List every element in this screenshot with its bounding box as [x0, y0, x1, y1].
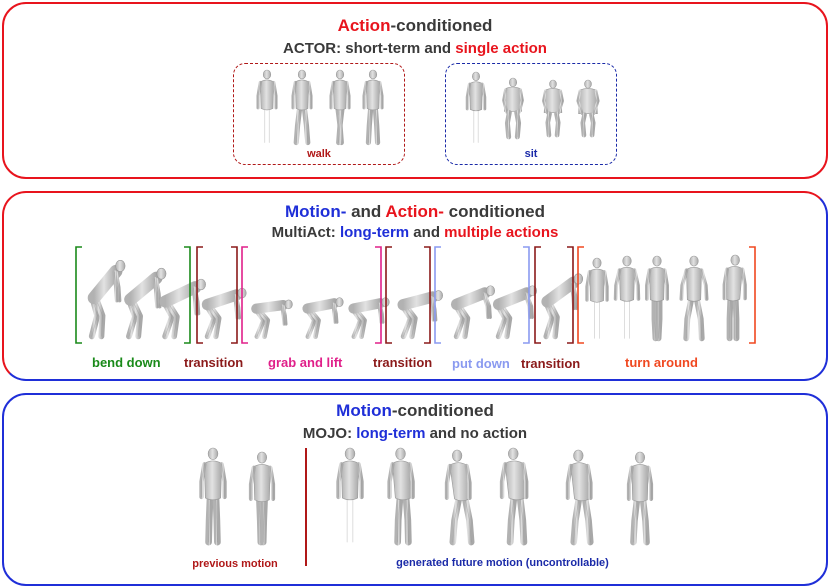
- motion-word: Motion: [336, 401, 392, 420]
- bracket-transition-2-open: [385, 246, 392, 344]
- multiact-prefix: MultiAct:: [271, 224, 340, 241]
- human-figure-bending: [159, 278, 206, 340]
- bracket-turn-around-close: [749, 246, 756, 344]
- segment-label-transition-3: transition: [521, 356, 581, 371]
- human-figure-bending: [124, 267, 167, 340]
- human-figure: [362, 69, 384, 146]
- human-figure-sitting: [502, 77, 524, 140]
- conditioned-word: -conditioned: [391, 401, 494, 420]
- human-figure: [613, 255, 641, 342]
- human-figure: [565, 449, 594, 546]
- segment-label-transition-2: transition: [373, 355, 433, 370]
- human-figure: [499, 447, 529, 546]
- human-figure-sitting: [542, 79, 564, 138]
- human-figure-sitting: [576, 79, 600, 138]
- bracket-put-down-close: [523, 246, 530, 344]
- single-action-text: single action: [455, 40, 547, 57]
- multiple-actions-text: multiple actions: [444, 224, 559, 241]
- human-figure: [585, 257, 609, 342]
- human-figure: [256, 69, 278, 146]
- bracket-transition-1-open: [196, 246, 203, 344]
- human-figure: [329, 69, 351, 146]
- human-figure-bending: [450, 285, 495, 340]
- sit-label: sit: [524, 148, 538, 160]
- human-figure: [645, 255, 669, 342]
- human-figure-bending: [302, 297, 344, 340]
- bracket-transition-1-close: [231, 246, 238, 344]
- mojo-prefix: MOJO:: [302, 425, 357, 442]
- bracket-grab-close: [375, 246, 382, 344]
- segment-label-grab-and-lift: grab and lift: [268, 355, 343, 370]
- and-word: and: [346, 202, 386, 221]
- bracket-put-down-open: [434, 246, 441, 344]
- action-word: Action: [337, 16, 391, 35]
- human-figure: [248, 451, 276, 546]
- previous-motion-label: previous motion: [192, 558, 278, 570]
- human-figure-bending: [541, 273, 584, 340]
- mojo-panel-title: Motion-conditioned: [0, 401, 830, 421]
- segment-label-bend-down: bend down: [92, 355, 161, 370]
- sit-box: [445, 63, 617, 165]
- conditioned-word: conditioned: [443, 202, 545, 221]
- human-figure-bending: [397, 290, 443, 340]
- human-figure: [291, 69, 313, 146]
- bracket-turn-around-open: [577, 246, 584, 344]
- walk-label: walk: [307, 148, 331, 160]
- multiact-panel: [2, 191, 828, 381]
- actor-panel-subtitle: ACTOR: short-term and single action: [0, 40, 830, 57]
- bracket-transition-3-open: [534, 246, 541, 344]
- multiact-panel-title: Motion- and Action- conditioned: [0, 202, 830, 222]
- human-figure: [626, 451, 654, 546]
- bracket-bend-down-close: [184, 246, 191, 344]
- actor-panel-title: Action-conditioned: [0, 16, 830, 36]
- long-term-text: long-term: [356, 425, 426, 442]
- action-word: Action-: [385, 202, 444, 221]
- walk-box: [233, 63, 405, 165]
- bracket-bend-down-open: [75, 246, 82, 344]
- bracket-transition-2-close: [424, 246, 431, 344]
- mojo-panel-subtitle: MOJO: long-term and no action: [0, 425, 830, 442]
- segment-label-transition-1: transition: [184, 355, 244, 370]
- actor-panel: [2, 2, 828, 179]
- human-figure: [336, 447, 364, 546]
- human-figure: [465, 71, 487, 146]
- human-figure-bending: [348, 297, 390, 340]
- human-figure-bending: [251, 299, 293, 340]
- actor-subtitle-prefix: ACTOR: short-term and: [283, 40, 456, 57]
- human-figure: [679, 255, 709, 342]
- human-figure-bending: [492, 285, 537, 340]
- multiact-panel-subtitle: MultiAct: long-term and multiple actions: [0, 224, 830, 241]
- mojo-panel: [2, 393, 828, 586]
- conditioned-word: -conditioned: [390, 16, 493, 35]
- motion-word: Motion-: [285, 202, 347, 221]
- segment-label-put-down: put down: [452, 356, 510, 371]
- human-figure: [722, 254, 747, 342]
- generated-motion-label: generated future motion (uncontrollable): [396, 557, 609, 569]
- human-figure: [199, 447, 227, 546]
- bracket-grab-open: [241, 246, 248, 344]
- human-figure: [444, 449, 475, 546]
- long-term-text: long-term: [339, 224, 410, 241]
- human-figure: [387, 447, 415, 546]
- segment-label-turn-around: turn around: [625, 355, 698, 370]
- human-figure-bending: [87, 260, 126, 340]
- human-figure-bending: [201, 287, 247, 340]
- and-word: and: [409, 224, 445, 241]
- bracket-transition-3-close: [567, 246, 574, 344]
- no-action-text: and no action: [425, 425, 528, 442]
